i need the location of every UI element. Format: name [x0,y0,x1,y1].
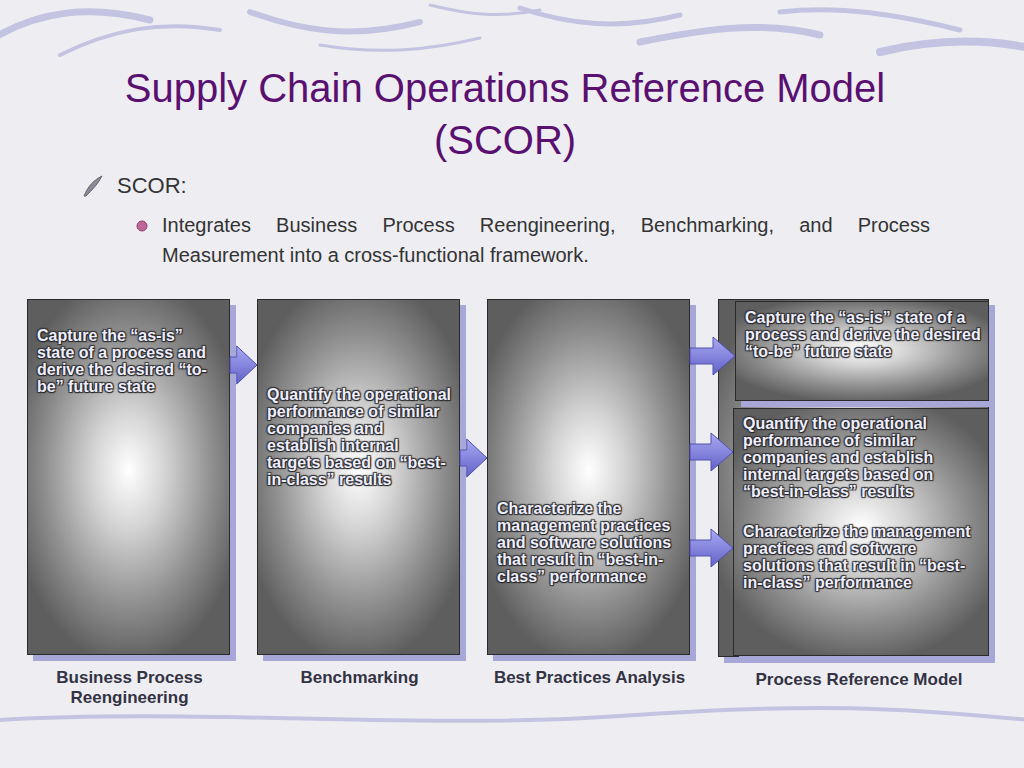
box-caption: Process Reference Model [749,670,969,690]
slide-title: Supply Chain Operations Reference Model … [70,62,940,166]
reference-sub-box: Capture the “as-is” state of a process a… [735,301,989,401]
quill-bullet [84,176,102,196]
box-caption: Business Process Reengineering [3,668,256,708]
box-text: Capture the “as-is” state of a process a… [37,327,222,395]
box-text: Quantify the operational performance of … [267,386,452,488]
process-box: Capture the “as-is” state of a process a… [27,299,230,655]
reference-panel: Process Reference ModelCapture the “as-i… [718,299,989,657]
swoosh [320,38,480,50]
reference-sub-box: Quantify the operational performance of … [733,408,989,656]
block-arrow [460,439,487,477]
process-box: Characterize the management practices an… [487,299,690,655]
swoosh [520,8,680,24]
swoosh [250,12,420,31]
swoosh [780,10,960,30]
block-arrow [690,337,735,375]
swoosh [60,26,220,55]
swoosh [880,42,1024,52]
swoosh [430,5,540,15]
swooshes [0,5,1024,721]
box-text: Quantify the operational performance of … [743,415,981,500]
box-caption: Best Practices Analysis [463,668,716,688]
bullet-heading: SCOR: [117,172,417,200]
box-text: Capture the “as-is” state of a process a… [745,309,981,360]
box-text: Characterize the management practices an… [497,500,682,585]
swoosh [640,27,820,42]
block-arrow [690,433,733,471]
swoosh [0,708,1024,721]
process-box: Quantify the operational performance of … [257,299,460,655]
box-caption: Benchmarking [233,668,486,688]
block-arrow [230,346,257,384]
block-arrow [690,529,733,567]
round-bullet [137,221,147,231]
swoosh [0,12,150,40]
bullet-text: Integrates Business Process Reengineerin… [162,210,930,270]
box-text: Characterize the management practices an… [743,523,981,591]
quill-bullet [84,176,102,196]
